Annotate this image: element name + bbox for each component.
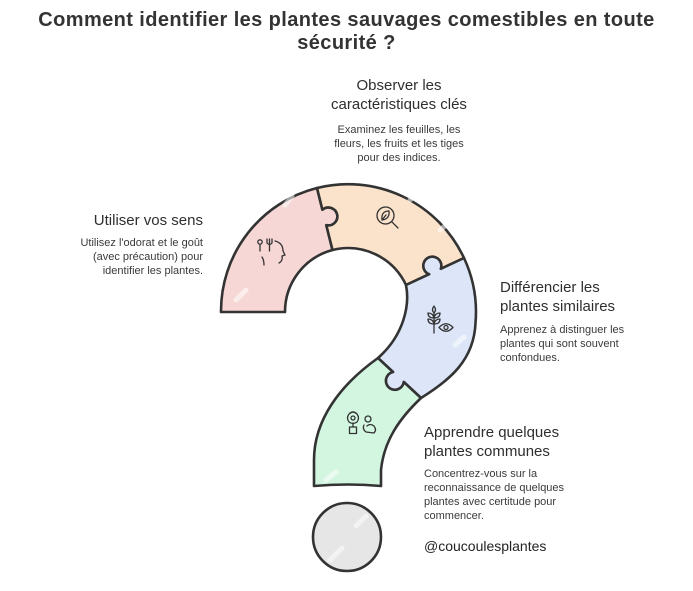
step-description: Utilisez l'odorat et le goût (avec préca… xyxy=(23,237,203,278)
heading-line: plantes similaires xyxy=(500,298,616,315)
description-line: pour des indices. xyxy=(357,151,441,164)
step-observe: Observer les caractéristiques clés Exami… xyxy=(299,76,499,165)
step-heading: Observer les caractéristiques clés xyxy=(299,76,499,114)
plant-person-icon xyxy=(346,411,377,435)
description-line: reconnaissance de quelques xyxy=(424,482,565,494)
heading-line: Apprendre quelques xyxy=(424,424,560,441)
description-line: Utilisez l'odorat et le goût xyxy=(80,237,203,249)
question-mark-dot xyxy=(311,501,383,573)
title-line-1: Comment identifier les plantes sauvages … xyxy=(38,9,655,31)
description-line: fleurs, les fruits et les tiges xyxy=(334,137,464,150)
magnifier-leaf-icon xyxy=(376,206,399,229)
step-senses: Utiliser vos sens Utilisez l'odorat et l… xyxy=(23,211,203,278)
heading-line: Observer les xyxy=(356,77,442,94)
step-heading: Utiliser vos sens xyxy=(23,211,203,230)
utensils-face-icon xyxy=(257,238,286,266)
description-line: identifier les plantes. xyxy=(102,264,203,277)
author-handle: @coucoulesplantes xyxy=(424,538,547,554)
description-line: confondues. xyxy=(500,351,560,364)
description-line: commencer. xyxy=(424,510,484,522)
heading-line: Différencier les xyxy=(500,279,600,296)
heading-line: caractéristiques clés xyxy=(331,96,467,113)
step-description: Concentrez-vous sur la reconnaissance de… xyxy=(424,467,624,523)
description-line: Apprenez à distinguer les xyxy=(500,324,625,336)
puzzle-piece-senses xyxy=(219,186,339,314)
description-line: plantes qui sont souvent xyxy=(500,337,619,350)
page-title: Comment identifier les plantes sauvages … xyxy=(0,9,693,55)
description-line: Examinez les feuilles, les xyxy=(337,124,461,136)
heading-line: Utiliser vos sens xyxy=(93,212,203,229)
step-description: Examinez les feuilles, les fleurs, les f… xyxy=(299,124,499,165)
description-line: plantes avec certitude pour xyxy=(424,496,557,508)
puzzle-piece-differentiate xyxy=(376,255,478,400)
wheat-eye-icon xyxy=(427,305,454,334)
step-heading: Apprendre quelques plantes communes xyxy=(424,423,624,461)
description-line: (avec précaution) pour xyxy=(92,250,203,263)
title-line-2: sécurité ? xyxy=(297,32,396,54)
step-description: Apprenez à distinguer les plantes qui so… xyxy=(500,324,685,365)
heading-line: plantes communes xyxy=(424,443,550,460)
description-line: Concentrez-vous sur la xyxy=(424,468,538,480)
step-heading: Différencier les plantes similaires xyxy=(500,278,685,316)
step-learn: Apprendre quelques plantes communes Conc… xyxy=(424,423,624,523)
step-differentiate: Différencier les plantes similaires Appr… xyxy=(500,278,685,365)
